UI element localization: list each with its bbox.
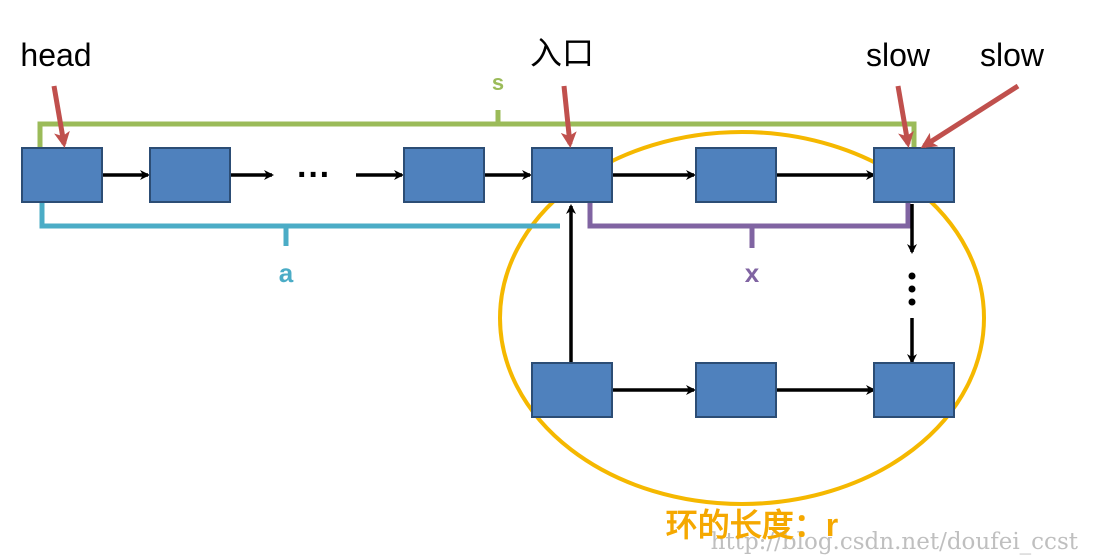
slow-pointer-1 bbox=[895, 85, 914, 148]
loop-length-label: 环的长度：r bbox=[666, 507, 838, 543]
node-entry bbox=[531, 147, 613, 203]
column-ellipsis bbox=[908, 272, 916, 306]
node-bottom-2 bbox=[695, 362, 777, 418]
entry-pointer bbox=[560, 85, 577, 148]
entry-label: 入口 bbox=[530, 35, 594, 71]
a-bracket bbox=[39, 202, 560, 246]
watermark: http://blog.csdn.net/doufei_ccst bbox=[711, 529, 1079, 555]
s-bracket bbox=[37, 110, 917, 150]
slow-label-1: slow bbox=[866, 37, 931, 73]
head-label: head bbox=[20, 37, 91, 73]
node-2 bbox=[149, 147, 231, 203]
x-label: x bbox=[745, 258, 760, 288]
list-nodes bbox=[21, 147, 955, 418]
node-1 bbox=[21, 147, 103, 203]
node-bottom-3 bbox=[873, 362, 955, 418]
node-slow bbox=[873, 147, 955, 203]
head-pointer bbox=[51, 85, 70, 148]
a-label: a bbox=[279, 258, 294, 288]
node-3 bbox=[403, 147, 485, 203]
slow-pointer-2 bbox=[920, 83, 1020, 149]
node-5 bbox=[695, 147, 777, 203]
list-arrows bbox=[102, 170, 917, 395]
slow-label-2: slow bbox=[980, 37, 1045, 73]
row-ellipsis: ··· bbox=[297, 156, 331, 194]
node-bottom-1 bbox=[531, 362, 613, 418]
loop-circle bbox=[498, 130, 986, 506]
s-label: s bbox=[492, 70, 504, 95]
pointer-arrows bbox=[51, 83, 1020, 149]
x-bracket bbox=[587, 202, 911, 248]
